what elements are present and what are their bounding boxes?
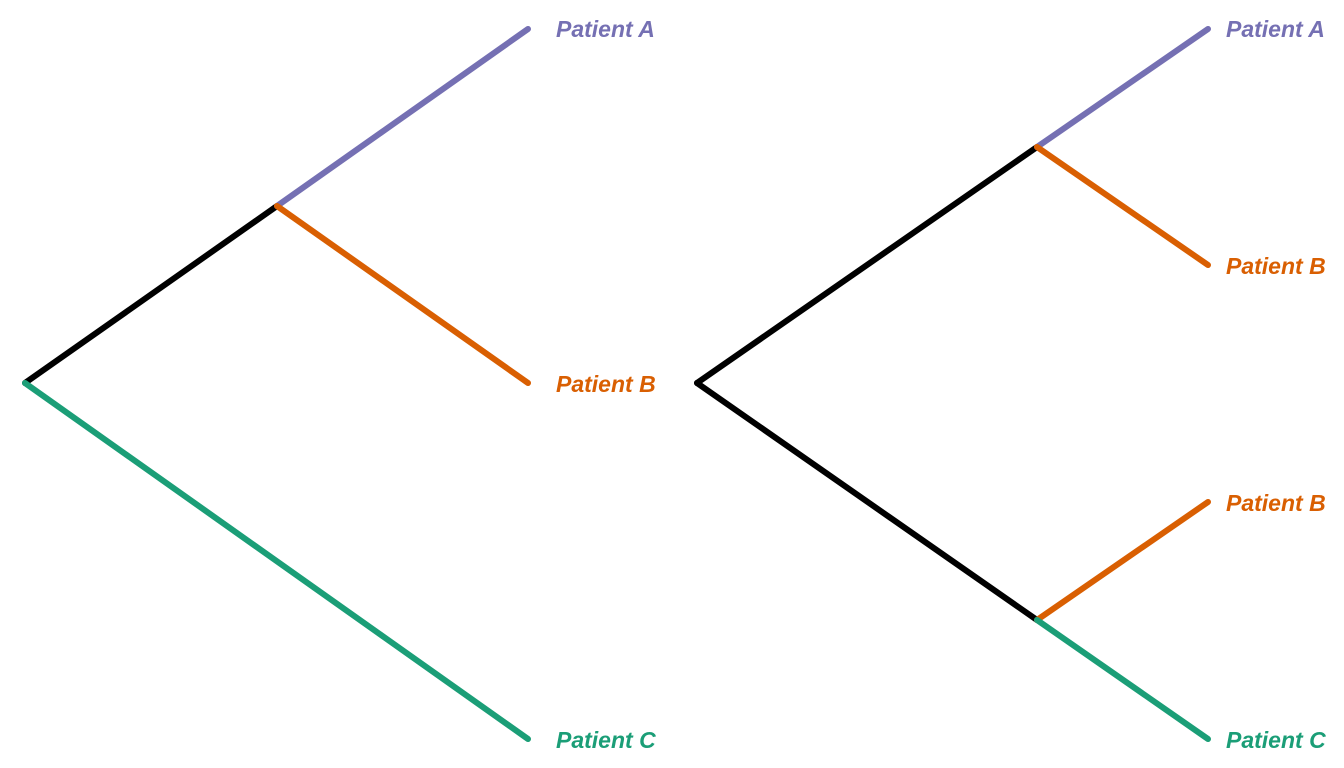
right-label-patient-b-lower: Patient B (1226, 490, 1326, 516)
right-branch-patient-c (1034, 617, 1211, 742)
tree-right: Patient A Patient B Patient B Patient C (694, 16, 1326, 753)
left-branch-patient-b (274, 203, 531, 386)
right-label-patient-c: Patient C (1226, 727, 1326, 753)
left-label-patient-b: Patient B (556, 371, 656, 397)
left-trunk-upper (22, 203, 280, 386)
left-branch-patient-c (22, 380, 531, 742)
right-branch-patient-b-upper (1034, 144, 1211, 268)
tree-left: Patient A Patient B Patient C (22, 16, 656, 753)
right-trunk-upper (694, 144, 1040, 386)
right-branch-patient-a (1034, 26, 1211, 150)
right-label-patient-a: Patient A (1226, 16, 1325, 42)
left-branch-patient-a (274, 26, 531, 209)
left-label-patient-a: Patient A (556, 16, 655, 42)
right-trunk-lower (694, 380, 1040, 623)
right-branch-patient-b-lower (1034, 499, 1211, 623)
left-label-patient-c: Patient C (556, 727, 656, 753)
right-label-patient-b-upper: Patient B (1226, 253, 1326, 279)
